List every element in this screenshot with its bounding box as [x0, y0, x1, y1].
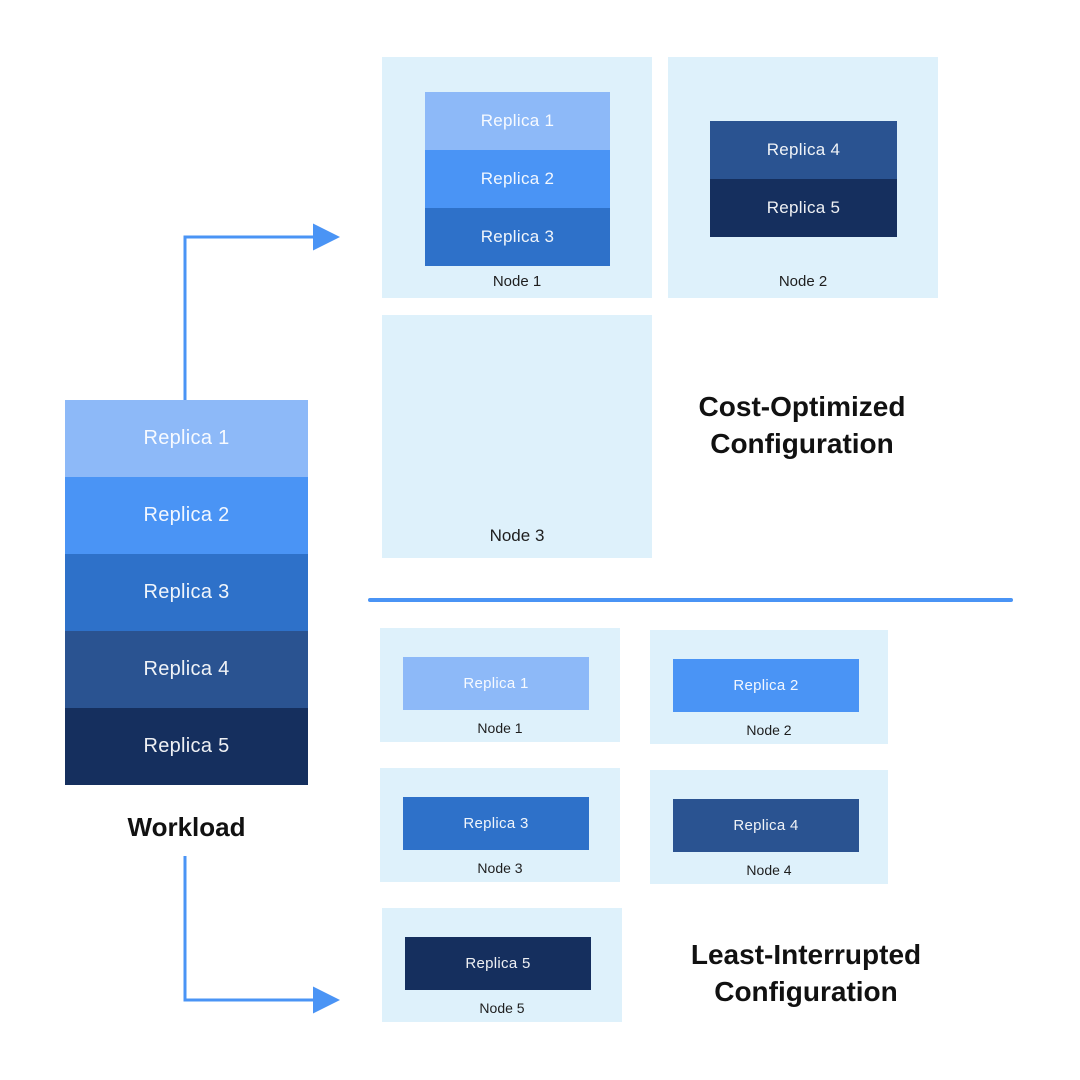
- cost-optimized-node-1: Replica 1 Replica 2 Replica 3 Node 1: [382, 57, 652, 298]
- node2-replica-5: Replica 5: [710, 179, 897, 237]
- node1-replica-3: Replica 3: [425, 208, 610, 266]
- node2-replica-stack: Replica 4 Replica 5: [710, 121, 897, 237]
- node2-replica-4: Replica 4: [710, 121, 897, 179]
- least-interrupted-title: Least-Interrupted Configuration: [655, 936, 957, 1010]
- node1-replica-stack: Replica 1 Replica 2 Replica 3: [425, 92, 610, 266]
- cost-optimized-title-line1: Cost-Optimized: [698, 391, 906, 422]
- cost-optimized-title: Cost-Optimized Configuration: [658, 388, 946, 462]
- li-node4-replica-4: Replica 4: [673, 799, 859, 852]
- least-interrupted-node-2: Replica 2 Node 2: [650, 630, 888, 744]
- node1-replica-1: Replica 1: [425, 92, 610, 150]
- workload-replica-5: Replica 5: [65, 708, 308, 785]
- least-interrupted-title-line2: Configuration: [714, 976, 898, 1007]
- workload-replica-1: Replica 1: [65, 400, 308, 477]
- workload-title: Workload: [127, 812, 246, 842]
- node-label: Node 5: [479, 1000, 525, 1016]
- node-label: Node 3: [477, 860, 523, 876]
- node-label: Node 3: [489, 526, 545, 545]
- node-label: Node 1: [492, 273, 542, 290]
- node-label: Node 4: [746, 862, 792, 878]
- li-node3-replica-3: Replica 3: [403, 797, 589, 850]
- li-node5-replica-5: Replica 5: [405, 937, 591, 990]
- li-node2-replica-2: Replica 2: [673, 659, 859, 712]
- workload-stack: Replica 1 Replica 2 Replica 3 Replica 4 …: [65, 400, 308, 785]
- least-interrupted-title-line1: Least-Interrupted: [690, 939, 922, 970]
- least-interrupted-node-4: Replica 4 Node 4: [650, 770, 888, 884]
- section-divider: [368, 598, 1013, 602]
- least-interrupted-node-1: Replica 1 Node 1: [380, 628, 620, 742]
- node-label: Node 2: [778, 273, 828, 290]
- arrow-to-least-interrupted: [183, 856, 340, 1014]
- cost-optimized-node-3: Node 3: [382, 315, 652, 558]
- workload-replica-3: Replica 3: [65, 554, 308, 631]
- arrow-to-cost-optimized: [183, 223, 340, 400]
- node-label: Node 1: [477, 720, 523, 736]
- cost-optimized-title-line2: Configuration: [710, 428, 894, 459]
- cost-optimized-node-2: Replica 4 Replica 5 Node 2: [668, 57, 938, 298]
- workload-replica-4: Replica 4: [65, 631, 308, 708]
- least-interrupted-node-3: Replica 3 Node 3: [380, 768, 620, 882]
- node-label: Node 2: [746, 722, 792, 738]
- least-interrupted-node-5: Replica 5 Node 5: [382, 908, 622, 1022]
- node1-replica-2: Replica 2: [425, 150, 610, 208]
- li-node1-replica-1: Replica 1: [403, 657, 589, 710]
- workload-replica-2: Replica 2: [65, 477, 308, 554]
